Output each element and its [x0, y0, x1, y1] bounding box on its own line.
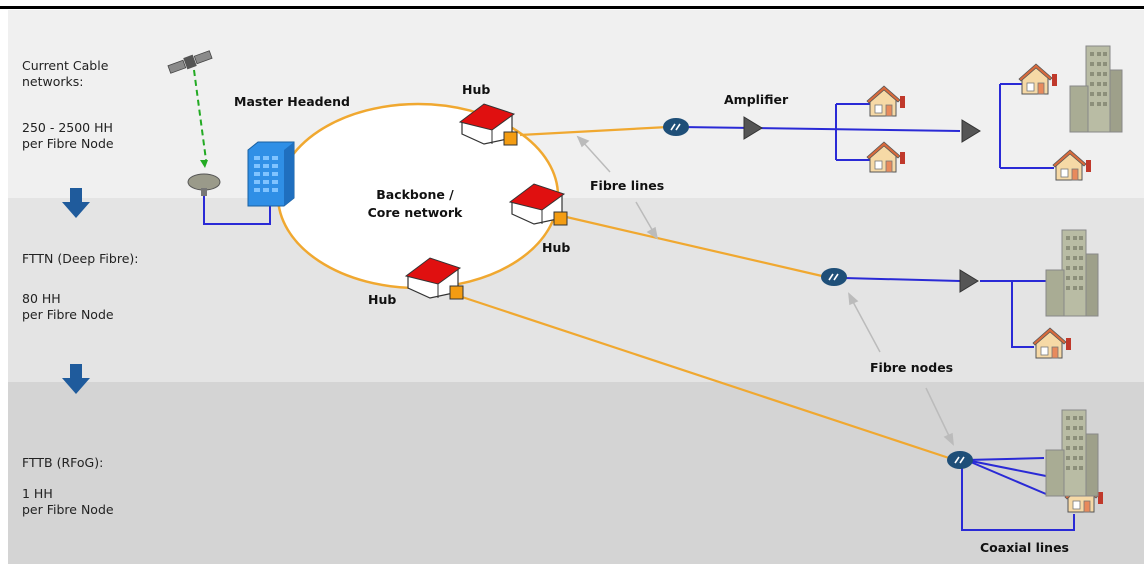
apartment-building-icon	[1045, 229, 1099, 317]
house-icon	[866, 141, 906, 173]
hub-right-label: Hub	[542, 240, 571, 255]
house-icon	[866, 85, 906, 117]
amplifier-icon	[743, 116, 763, 140]
house-icon	[1052, 149, 1092, 181]
fibre-line-top	[519, 125, 669, 137]
master-headend-label: Master Headend	[234, 94, 350, 109]
hub-bottom-label: Hub	[368, 292, 397, 307]
fttn-label: FTTN (Deep Fibre):	[22, 251, 139, 266]
house-icon	[1032, 327, 1072, 359]
fttb-label: FTTB (RFoG):	[22, 455, 104, 470]
fibre-line-bottom	[449, 291, 953, 461]
satellite-dish-icon	[187, 173, 221, 196]
amplifier-label: Amplifier	[724, 92, 789, 107]
fibre-line-mid	[561, 214, 823, 278]
band-fttb	[8, 382, 1144, 564]
backbone-label: Backbone / Core network	[367, 187, 463, 220]
amplifier-icon	[959, 269, 979, 293]
fttn-hh: 80 HH per Fibre Node	[22, 291, 114, 322]
band-fttn	[8, 198, 1144, 382]
satellite-icon	[167, 50, 213, 74]
apartment-building-icon	[1069, 45, 1123, 133]
satellite-downlink	[193, 69, 207, 161]
fibre-node-icon	[662, 117, 690, 137]
coaxial-network	[203, 83, 1075, 531]
down-arrow-icon	[62, 188, 90, 218]
pointer-arrows	[576, 135, 954, 446]
fibre-node-icon	[820, 267, 848, 287]
amplifier-icon	[961, 119, 981, 143]
band-current-cable	[8, 10, 1144, 198]
apartment-building-icon	[1045, 409, 1099, 497]
headend-building-icon	[247, 141, 295, 207]
top-border	[0, 6, 1144, 9]
fttb-hh: 1 HH per Fibre Node	[22, 486, 114, 517]
current-cable-label: Current Cable networks:	[22, 58, 109, 89]
fibre-nodes-label: Fibre nodes	[870, 360, 954, 375]
current-cable-hh: 250 - 2500 HH per Fibre Node	[22, 120, 114, 151]
fibre-node-icon	[946, 450, 974, 470]
house-icon	[1018, 63, 1058, 95]
coaxial-lines-label: Coaxial lines	[980, 540, 1070, 555]
down-arrow-icon	[62, 364, 90, 394]
fibre-lines-label: Fibre lines	[590, 178, 665, 193]
hub-top-label: Hub	[462, 82, 491, 97]
